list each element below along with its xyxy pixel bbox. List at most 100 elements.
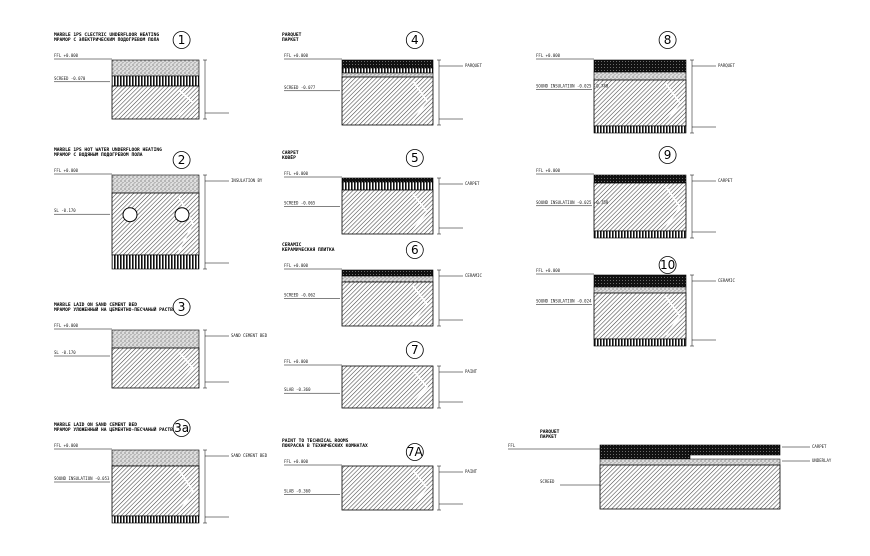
screed-label: SCREED -0.062: [284, 292, 316, 297]
detail-number-circle: [658, 31, 677, 49]
detail-title: MARBLE 1PS HOT WATER UNDERFLOOR HEATING: [54, 147, 162, 153]
detail-d1: MARBLE 1PS CLECTRIC UNDERFLOOR HEATINGМР…: [54, 31, 229, 120]
layer-note: PARQUET: [718, 63, 735, 68]
layer-note: PARQUET: [465, 63, 482, 68]
slab-section: [341, 365, 434, 409]
detail-number: 1: [178, 33, 186, 47]
carpet-label: CARPET: [812, 444, 827, 449]
detail-number: 3a: [174, 421, 189, 435]
detail-title: MARBLE 1PS CLECTRIC UNDERFLOOR HEATING: [54, 32, 159, 38]
detail-number: 8: [664, 33, 672, 47]
screed-label: SCREED -0.065: [284, 200, 316, 205]
level-label: FFL +0.000: [284, 53, 309, 58]
break-line: [412, 80, 428, 122]
layer-note: SAND CEMENT BED: [231, 453, 268, 458]
level-label: FFL +0.000: [54, 443, 79, 448]
slab-section: [593, 292, 687, 340]
slab-section: [593, 79, 687, 127]
detail-number-circle: [405, 241, 424, 259]
detail-d2: MARBLE 1PS HOT WATER UNDERFLOOR HEATINGМ…: [54, 147, 263, 270]
slab-section: [341, 281, 434, 327]
detail-number-circle: [405, 443, 424, 461]
floor-layer: [111, 174, 200, 194]
screed-label: SOUND INSULATION -0.053: [54, 476, 110, 481]
detail-number-circle: [405, 31, 424, 49]
parquet-layer: [599, 444, 691, 460]
screed-label: SL -0.170: [54, 208, 76, 213]
floor-layer: [593, 59, 687, 73]
sound-insulation-layer: [593, 338, 687, 347]
floor-layer: [593, 274, 687, 288]
break-line: [178, 196, 194, 252]
detail-title: CARPET: [282, 150, 299, 156]
slab-section: [341, 189, 434, 235]
sound-insulation-layer: [593, 125, 687, 134]
detail-title: КЕРАМИЧЕСКАЯ ПЛИТКА: [282, 246, 335, 253]
layer-note: PAINT: [465, 369, 478, 374]
floor-layer: [111, 59, 200, 77]
detail-title: МРАМОР С ВОДЯНЫМ ПОДОГРЕВОМ ПОЛА: [54, 152, 143, 158]
screed-label: SOUND INSULATION -0.025 -0.748: [536, 84, 609, 89]
slab-section: [341, 76, 434, 126]
screed-label: SLAB -0.360: [284, 387, 311, 392]
break-line: [178, 469, 194, 513]
floor-layer: [111, 75, 200, 87]
detail-number-circle: [405, 341, 424, 359]
floor-layer: [593, 71, 687, 81]
floor-layer: [593, 286, 687, 294]
level-label: FFL +0.000: [536, 53, 561, 58]
detail-number-circle: [172, 31, 191, 49]
break-line: [412, 193, 429, 231]
combined-level: FFL: [508, 443, 516, 448]
level-label: FFL +0.000: [536, 168, 561, 173]
break-line: [178, 351, 195, 385]
floor-layer: [341, 181, 434, 191]
screed-label: SCREED -0.070: [54, 76, 86, 81]
detail-number-circle: [172, 419, 191, 437]
break-line: [665, 83, 681, 123]
underlay-layer: [599, 458, 781, 466]
floor-layer: [341, 269, 434, 277]
layer-note: INSULATION BY: [231, 178, 263, 183]
detail-title: ПАРКЕТ: [282, 37, 299, 43]
slab-section: [341, 465, 434, 511]
level-label: FFL +0.000: [284, 359, 309, 364]
detail-number-circle: [658, 146, 677, 164]
detail-number: 7: [411, 343, 419, 357]
detail-number-circle: [658, 256, 677, 274]
layer-note: CERAMIC: [465, 273, 482, 278]
detail-number-circle: [405, 149, 424, 167]
floor-layer: [341, 67, 434, 74]
detail-title: PAINT TO TECHNICAL ROOMS: [282, 438, 349, 444]
slab-section: [111, 85, 200, 120]
break-line: [665, 186, 681, 228]
combined-title: PARQUET: [540, 429, 560, 435]
detail-title: MARBLE LAID ON SAND CEMENT BED: [54, 302, 137, 308]
combined-title: ПАРКЕТ: [540, 434, 557, 440]
detail-title: МРАМОР УЛОЖЕННЫЙ НА ЦЕМЕНТНО-ПЕСЧАНЫЙ РА…: [54, 305, 179, 313]
detail-number-circle: [172, 151, 191, 169]
break-line: [412, 369, 429, 405]
sound-insulation-layer: [111, 254, 200, 270]
floor-layer: [341, 275, 434, 283]
layer-note: CERAMIC: [718, 278, 735, 283]
slab-section: [111, 192, 200, 256]
floor-layer: [593, 174, 687, 184]
floor-layer: [341, 72, 434, 78]
break-line: [665, 296, 681, 336]
detail-number: 10: [660, 258, 675, 272]
level-label: FFL +0.000: [284, 171, 309, 176]
break-line: [412, 285, 429, 323]
floor-layer: [111, 449, 200, 467]
detail-title: МРАМОР С ЭЛЕКТРИЧЕСКИМ ПОДОГРЕВОМ ПОЛА: [54, 36, 159, 43]
sound-insulation-layer: [111, 515, 200, 524]
level-label: FFL +0.000: [54, 323, 79, 328]
